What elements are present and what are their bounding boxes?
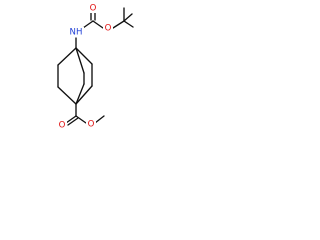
- bond-ester-o-tert-butyl-carbon: [112, 20, 125, 29]
- bond-cage-7: [75, 47, 85, 74]
- bond-ester-o-methyl: [94, 115, 105, 124]
- bond-cage-9: [75, 83, 85, 105]
- top-carbonyl-o-label-bg: [88, 3, 98, 13]
- atom-label-bottom-ester-o: O: [88, 120, 95, 130]
- atom-labels: NH O O O O: [57, 3, 113, 131]
- bond-cage-6: [75, 85, 93, 105]
- bond-carbonyl-carbon-ester-o: [92, 20, 104, 29]
- bottom-carbonyl-o-label-bg: [57, 120, 67, 130]
- bond-cage-1: [57, 47, 77, 66]
- atom-label-top-ester-o: O: [105, 24, 112, 34]
- molecule-diagram: NH O O O O: [0, 0, 152, 152]
- bond-cage-3: [57, 86, 77, 105]
- top-ester-o-label-bg: [103, 23, 113, 33]
- bond-ester-carbon-ester-o: [75, 115, 87, 124]
- bond-tert-butyl-methyl-1: [123, 13, 133, 22]
- bottom-ester-o-label-bg: [86, 119, 96, 129]
- bond-ester-carbon-carbonyl-o: [65, 115, 77, 124]
- structure-svg: NH O O O O: [57, 3, 134, 131]
- bond-nh-carbonyl-carbon: [82, 20, 94, 29]
- bond-cage-4: [75, 47, 93, 65]
- nh-label-bg: [68, 27, 84, 37]
- atom-label-bottom-carbonyl-o: O: [59, 121, 66, 131]
- boc-amino-group: [75, 7, 134, 49]
- bicyclooctane-cage: [57, 47, 93, 105]
- bond-ester-carbon-carbonyl-o-double: [67, 117, 79, 126]
- methyl-ester-group: [65, 103, 105, 126]
- bond-tert-butyl-methyl-2: [123, 20, 134, 28]
- atom-label-nh: NH: [70, 28, 83, 38]
- atom-label-top-carbonyl-o: O: [90, 4, 97, 14]
